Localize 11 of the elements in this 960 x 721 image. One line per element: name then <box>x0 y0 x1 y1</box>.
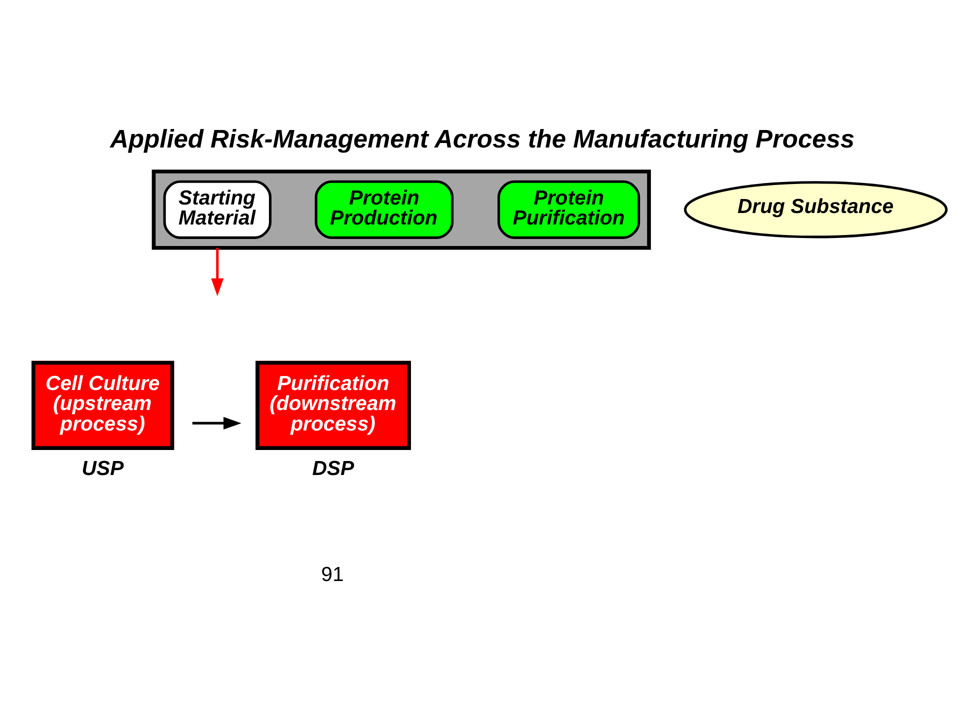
cluster <box>152 169 651 250</box>
arrow <box>211 247 224 296</box>
node-box: Protein Purification <box>497 180 640 238</box>
node-label: DSP <box>312 458 354 480</box>
diagram-title: Applied Risk-Management Across the Manufacturing Process <box>110 124 855 153</box>
node-ellipse: Drug Substance <box>684 180 948 238</box>
arrow <box>192 416 242 429</box>
node-box: Starting Material <box>163 180 272 238</box>
node-label: USP <box>82 458 124 480</box>
label: 91 <box>321 563 344 586</box>
node-box: Protein Production <box>314 180 454 238</box>
